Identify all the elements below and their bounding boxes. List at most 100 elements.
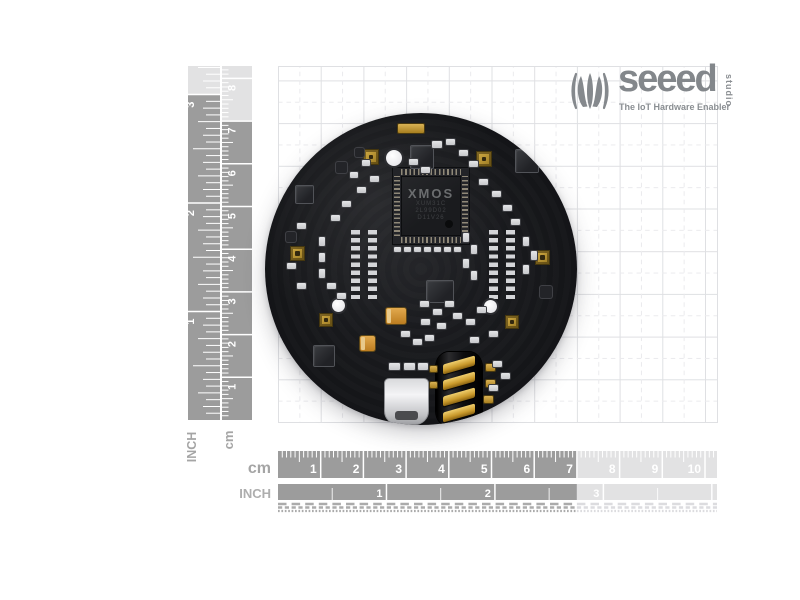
pcb-ic	[314, 346, 334, 366]
ruler-number: 6	[524, 462, 531, 476]
ruler-number: 2	[185, 210, 197, 216]
chip-die: XMOS XUM31C 2L99D02 D11V26	[401, 176, 461, 236]
pcb-gold	[398, 124, 424, 133]
pcb-pad	[531, 251, 537, 260]
pcb-gold	[430, 382, 437, 388]
ruler-number: 1	[376, 488, 382, 500]
chip-pins	[401, 169, 461, 175]
pcb-pad	[433, 309, 442, 315]
pcb-mic	[291, 247, 304, 260]
pcb-pad	[418, 363, 428, 370]
pcb-hole	[484, 300, 497, 313]
pcb-pad	[297, 223, 306, 229]
ruler-number: 2	[485, 488, 491, 500]
pcb-cap	[386, 308, 406, 324]
pcb-pad	[370, 176, 379, 182]
pcb-dark	[540, 286, 552, 298]
seeed-flower-icon	[571, 72, 609, 110]
ruler-number: 5	[227, 213, 239, 219]
ruler-number: INCH	[185, 432, 199, 463]
pcb-gold	[430, 366, 437, 372]
pcb-pad	[479, 179, 488, 185]
pcb-ic	[296, 186, 313, 203]
pcb-pad	[413, 339, 422, 345]
ruler-number: 3	[185, 102, 197, 108]
pcb-pad	[444, 247, 451, 252]
pcb-pad	[463, 233, 469, 242]
pcb-pad	[503, 205, 512, 211]
ruler-number: 1	[227, 384, 239, 390]
pcb-pad	[437, 323, 446, 329]
pcb-pad	[421, 167, 430, 173]
pcb-pad	[319, 237, 325, 246]
ruler-number: 9	[652, 462, 659, 476]
pcb-pad	[470, 337, 479, 343]
pcb-dip	[488, 230, 516, 302]
chip-pins	[462, 176, 468, 236]
pcb-dark	[355, 148, 364, 157]
pcb-pad	[445, 301, 454, 307]
pcb-pad	[453, 313, 462, 319]
ruler-number: 4	[227, 255, 239, 262]
pcb-pad	[501, 373, 510, 379]
ruler-number: cm	[248, 460, 271, 477]
pcb-pad	[394, 247, 401, 252]
ruler-number: INCH	[239, 486, 271, 501]
pcb-pad	[414, 247, 421, 252]
pcb-pad	[401, 331, 410, 337]
pcb-pad	[489, 331, 498, 337]
pcb-dip	[350, 230, 378, 302]
pcb-pad	[489, 385, 498, 391]
ruler-number: 6	[227, 170, 239, 176]
pcb-pad	[331, 215, 340, 221]
pcb-pad	[493, 361, 502, 367]
pcb-pad	[471, 271, 477, 280]
logo-studio-text: studio	[724, 74, 734, 107]
pcb-pad	[459, 150, 468, 156]
pcb-dark	[336, 162, 347, 173]
pcb-pad	[342, 201, 351, 207]
pcb-mic	[536, 251, 549, 264]
pcb-cap	[360, 336, 375, 351]
pcb-dark	[286, 232, 296, 242]
pcb-pad	[466, 319, 475, 325]
pcb-hole	[386, 150, 402, 166]
pcb-mic	[320, 314, 332, 326]
pcb-photo: XMOS XUM31C 2L99D02 D11V26	[265, 113, 577, 425]
pcb-pad	[297, 283, 306, 289]
pcb-pad	[319, 269, 325, 278]
chip-pins	[401, 237, 461, 243]
chip-marking-line: 2L99D02	[415, 208, 447, 214]
ruler-number: 4	[438, 462, 445, 476]
pcb-pad	[287, 263, 296, 269]
micro-usb-port	[384, 378, 429, 425]
pcb-mic	[506, 316, 518, 328]
pcb-mic	[477, 152, 491, 166]
pcb-pad	[409, 159, 418, 165]
ruler-number: 2	[227, 341, 239, 347]
audio-jack	[436, 352, 482, 425]
pcb-pad	[454, 247, 461, 252]
pcb-pad	[337, 293, 346, 299]
logo-tagline: The IoT Hardware Enabler	[619, 102, 731, 112]
ruler-number: 7	[566, 462, 573, 476]
ruler-number: 3	[593, 488, 599, 500]
pcb-hole	[332, 299, 345, 312]
pcb-pad	[511, 219, 520, 225]
ruler-number: 2	[353, 462, 360, 476]
chip-pin1-dot	[445, 220, 453, 228]
ruler-number: 3	[395, 462, 402, 476]
pcb-pad	[469, 161, 478, 167]
chip-brand-text: XMOS	[407, 186, 455, 201]
pcb-pad	[432, 141, 442, 148]
pcb-pad	[404, 363, 415, 370]
logo-brand-text: seeed	[618, 58, 718, 100]
pcb-pad	[425, 335, 434, 341]
pcb-pad	[327, 283, 336, 289]
ruler-number: 5	[481, 462, 488, 476]
usb-slot	[395, 411, 418, 420]
pcb-pad	[357, 187, 366, 193]
